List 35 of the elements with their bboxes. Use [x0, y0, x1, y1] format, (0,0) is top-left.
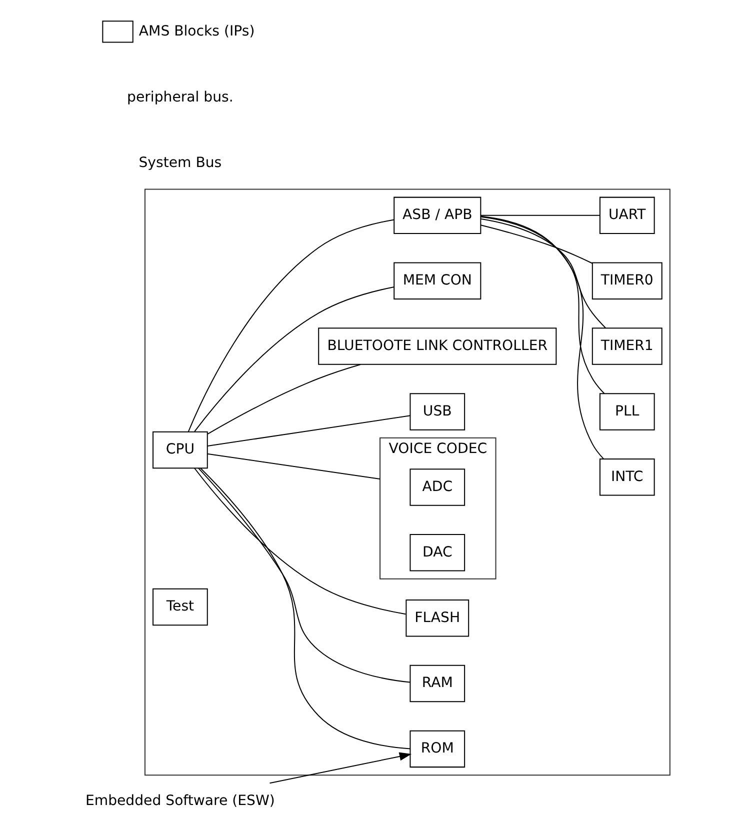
node-box: ROM	[410, 730, 466, 768]
connector	[480, 216, 605, 394]
cluster	[144, 188, 670, 776]
node-box: BLUETOOTE LINK CONTROLLER	[318, 328, 557, 365]
node-box: DAC	[410, 534, 466, 572]
node-box: CPU	[152, 431, 208, 469]
connector	[480, 224, 592, 264]
node-box: INTC	[599, 458, 655, 496]
arrow	[270, 752, 412, 784]
node-box: FLASH	[406, 599, 470, 637]
node-box: ASB / APB	[394, 196, 482, 234]
connector	[480, 216, 604, 460]
connector	[480, 218, 606, 328]
connector	[207, 415, 410, 447]
node-box: PLL	[599, 393, 655, 430]
connector	[194, 468, 406, 615]
node-box: TIMER0	[592, 262, 662, 300]
connector	[200, 468, 410, 750]
node-box: MEM CON	[394, 262, 482, 300]
label: peripheral bus.	[127, 89, 234, 106]
node-box: RAM	[410, 664, 466, 702]
connector	[188, 219, 394, 432]
node-text: Embedded Software (ESW)	[85, 793, 275, 810]
node-box: TIMER1	[592, 328, 662, 365]
connector	[198, 468, 410, 683]
legend-label: AMS Blocks (IPs)	[138, 23, 255, 40]
connector	[194, 286, 394, 432]
node-box: ADC	[410, 468, 466, 506]
label: System Bus	[138, 154, 222, 171]
connector	[481, 214, 600, 216]
node-box: UART	[599, 196, 655, 234]
connector	[208, 364, 361, 434]
connector	[207, 453, 380, 480]
node-box: USB	[410, 393, 466, 430]
node-box: Test	[152, 588, 208, 626]
